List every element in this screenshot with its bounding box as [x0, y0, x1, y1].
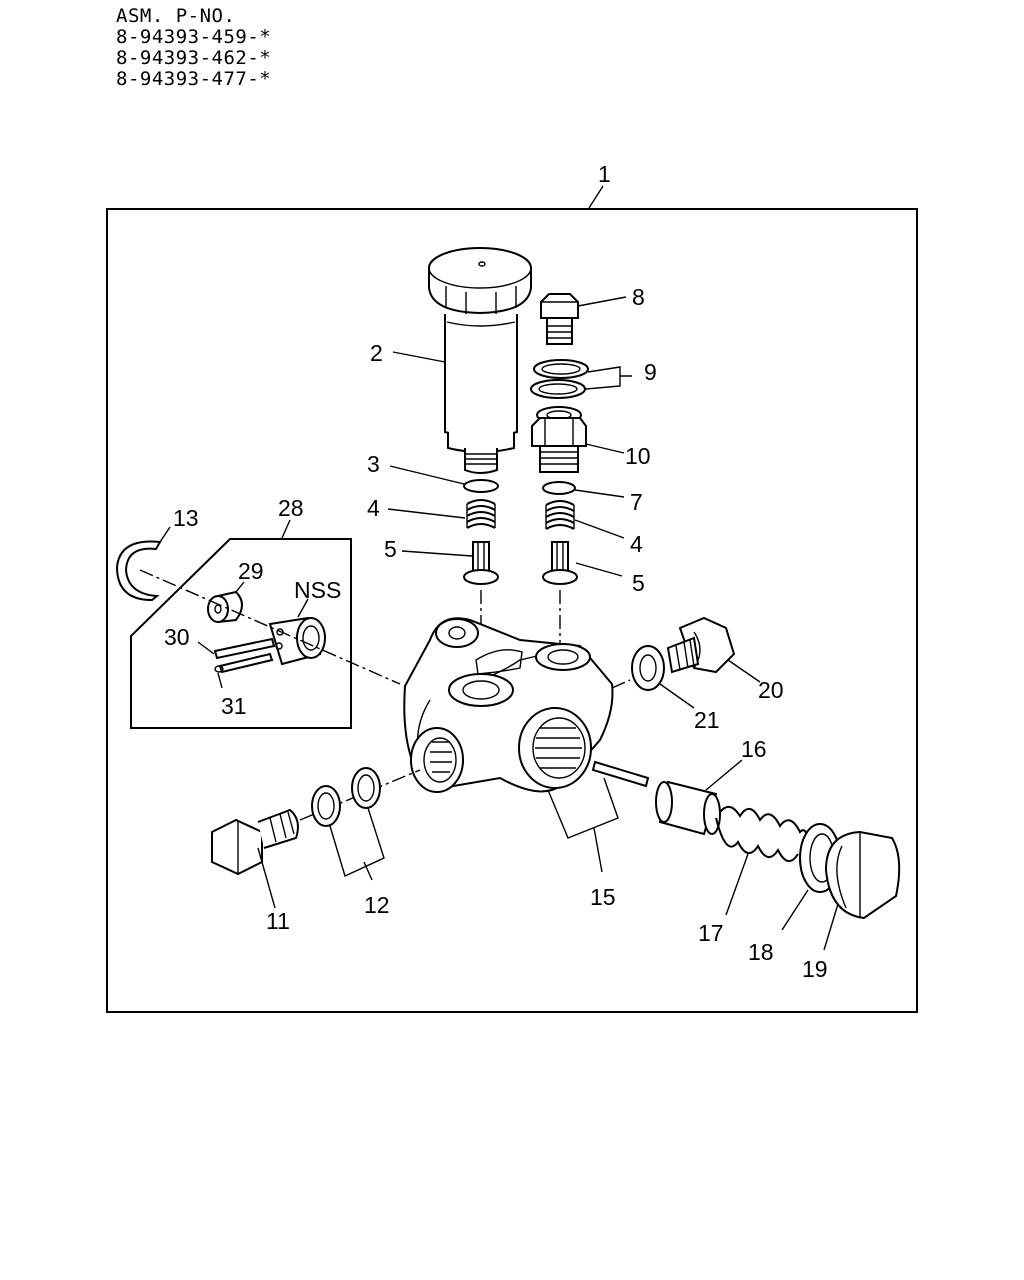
leader-13 — [157, 526, 171, 546]
roller-part-29 — [207, 590, 243, 624]
centerline-part-21 — [611, 679, 631, 689]
leader-4-right — [574, 519, 625, 539]
leader-11 — [257, 847, 276, 909]
spring-part-4-right — [545, 500, 575, 530]
leader-17 — [725, 853, 749, 916]
part-number-3: 8-94393-477-* — [116, 68, 272, 90]
valve-part-5-left — [463, 541, 499, 585]
tappet-body — [268, 616, 326, 666]
callout-9: 9 — [644, 359, 657, 385]
callout-7: 7 — [630, 489, 643, 515]
valve-part-5-right — [542, 541, 578, 585]
connector-part-10 — [531, 406, 587, 473]
leader-10 — [585, 443, 625, 454]
part-number-1: 8-94393-459-* — [116, 26, 272, 48]
centerline-bolt-11 — [299, 769, 421, 821]
pin-part-15 — [591, 760, 650, 788]
callout-8: 8 — [632, 284, 645, 310]
leader-29 — [235, 581, 245, 593]
snap-ring-part-13 — [115, 540, 162, 602]
leader-28 — [281, 519, 291, 539]
sleeve-part-16 — [655, 780, 721, 836]
assembly-frame — [106, 208, 918, 1013]
centerline-tappet — [139, 569, 401, 685]
callout-4-right: 4 — [630, 531, 643, 557]
plug-part-20 — [666, 616, 736, 674]
pin-part-30 — [213, 637, 276, 660]
pin-part-31 — [214, 652, 274, 674]
leader-7 — [574, 489, 625, 498]
callout-29: 29 — [238, 558, 264, 584]
leader-18 — [781, 889, 809, 931]
leader-31 — [217, 672, 223, 689]
callout-1: 1 — [598, 161, 611, 187]
callout-21: 21 — [694, 707, 720, 733]
leader-8 — [577, 296, 627, 307]
leader-nss — [297, 598, 309, 618]
assembly-title: ASM. P-NO. — [116, 5, 236, 27]
leader-16 — [705, 759, 743, 791]
callout-17: 17 — [698, 920, 724, 946]
leader-30 — [197, 641, 215, 655]
callout-12: 12 — [364, 892, 390, 918]
leader-20 — [727, 659, 761, 683]
spring-part-4-left — [466, 499, 496, 529]
callout-2: 2 — [370, 340, 383, 366]
leader-3 — [389, 465, 465, 485]
gaskets-part-9 — [530, 359, 589, 399]
gasket-part-21 — [631, 645, 665, 691]
callout-20: 20 — [758, 677, 784, 703]
o-ring-part-7 — [542, 481, 576, 495]
callout-5-left: 5 — [384, 536, 397, 562]
callout-16: 16 — [741, 736, 767, 762]
leader-19 — [823, 903, 839, 951]
leader-5-left — [401, 550, 473, 557]
leader-1 — [588, 185, 604, 209]
eye-bolt-part-11 — [211, 808, 299, 876]
callout-18: 18 — [748, 939, 774, 965]
callout-19: 19 — [802, 956, 828, 982]
callout-11: 11 — [266, 908, 290, 934]
callout-15: 15 — [590, 884, 616, 910]
o-ring-part-3 — [463, 479, 499, 493]
callout-13: 13 — [173, 505, 199, 531]
leader-5-right — [575, 562, 623, 577]
sub-assembly-frame-28 — [130, 538, 352, 729]
leader-12 — [329, 807, 385, 881]
pump-body — [403, 617, 614, 793]
leader-21 — [659, 683, 695, 709]
spring-part-17 — [715, 805, 809, 862]
callout-30: 30 — [164, 624, 190, 650]
gaskets-part-12 — [311, 767, 381, 827]
part-number-2: 8-94393-462-* — [116, 47, 272, 69]
callout-4-left: 4 — [367, 495, 380, 521]
nss-label: NSS — [294, 577, 341, 603]
leader-9 — [585, 366, 632, 390]
callout-10: 10 — [625, 443, 651, 469]
callout-31: 31 — [221, 693, 247, 719]
leader-4-left — [387, 508, 466, 519]
leader-15 — [547, 777, 619, 873]
priming-pump-part-2 — [428, 247, 532, 474]
bolt-part-8 — [540, 293, 579, 345]
callout-28: 28 — [278, 495, 304, 521]
leader-2 — [392, 351, 446, 363]
callout-3: 3 — [367, 451, 380, 477]
callout-5-right: 5 — [632, 570, 645, 596]
